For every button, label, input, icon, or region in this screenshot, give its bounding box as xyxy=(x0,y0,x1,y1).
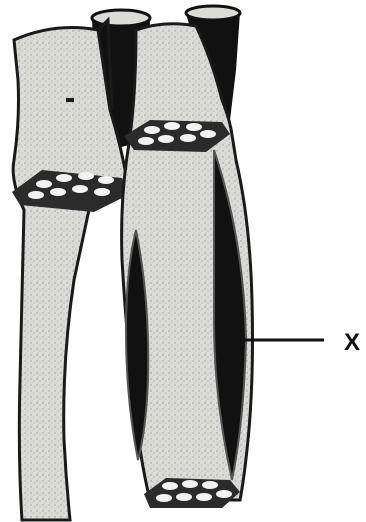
label-x: X xyxy=(344,329,360,356)
left-sieve-tube-element xyxy=(13,20,128,520)
label-x-callout: X xyxy=(244,329,360,356)
